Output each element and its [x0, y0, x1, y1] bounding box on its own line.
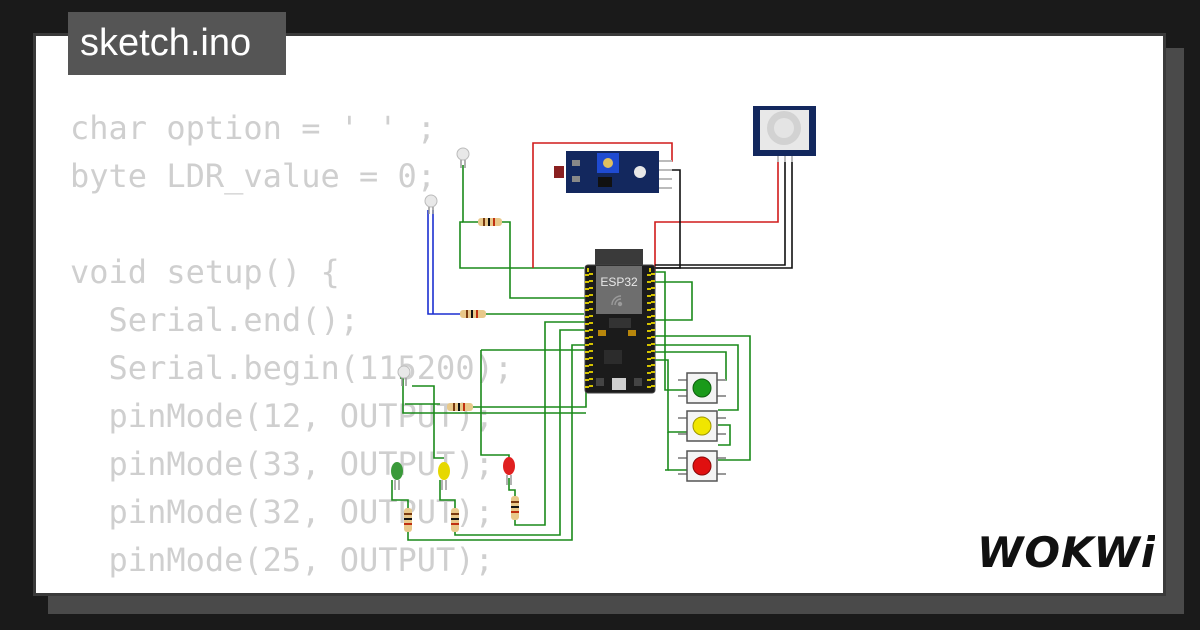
code-line: byte LDR_value = 0;: [70, 157, 437, 195]
resistor-icon: [478, 218, 502, 226]
resistor-icon: [451, 508, 459, 532]
wokwi-logo[interactable]: WOKWi: [975, 525, 1155, 580]
code-line: void setup() {: [70, 253, 340, 291]
file-tab-label: sketch.ino: [80, 22, 252, 64]
esp32-pins: [585, 268, 655, 390]
file-tab[interactable]: sketch.ino: [68, 12, 286, 75]
ldr-pins: [659, 160, 672, 189]
code-line: char option = ' ' ;: [70, 109, 437, 147]
wifi-logo-icon: [611, 295, 623, 307]
esp32-label: ESP32: [600, 275, 638, 289]
wokwi-logo-text: WOKWi: [977, 528, 1155, 577]
esp32-board[interactable]: ESP32: [584, 249, 656, 394]
led-icon[interactable]: [503, 457, 515, 485]
resistor-icon: [447, 403, 473, 411]
pushbutton-icon[interactable]: [678, 410, 726, 442]
resistor-icon: [404, 508, 412, 532]
led-icon[interactable]: [397, 365, 411, 386]
black-wires: [655, 160, 793, 269]
blue-wires: [427, 210, 460, 315]
resistor-icon: [511, 496, 519, 520]
code-line: Serial.begin(115200);: [70, 349, 514, 387]
led-icon[interactable]: [456, 147, 470, 168]
pushbutton-icon[interactable]: [678, 372, 726, 404]
code-line: pinMode(33, OUTPUT);: [70, 445, 494, 483]
code-background: char option = ' ' ; byte LDR_value = 0; vo…: [70, 104, 514, 593]
code-line: pinMode(32, OUTPUT);: [70, 493, 494, 531]
resistor-icon: [460, 310, 486, 318]
code-line: pinMode(26, OUTPUT);: [70, 584, 513, 593]
code-line: pinMode(25, OUTPUT);: [70, 541, 494, 579]
pir-sensor-icon[interactable]: [753, 106, 816, 162]
code-line: Serial.end();: [70, 301, 359, 339]
ldr-sensor-module[interactable]: [554, 151, 672, 193]
led-icon[interactable]: [424, 194, 438, 214]
led-icon[interactable]: [391, 462, 403, 490]
led-icon[interactable]: [438, 462, 450, 490]
pushbutton-icon[interactable]: [678, 450, 726, 482]
